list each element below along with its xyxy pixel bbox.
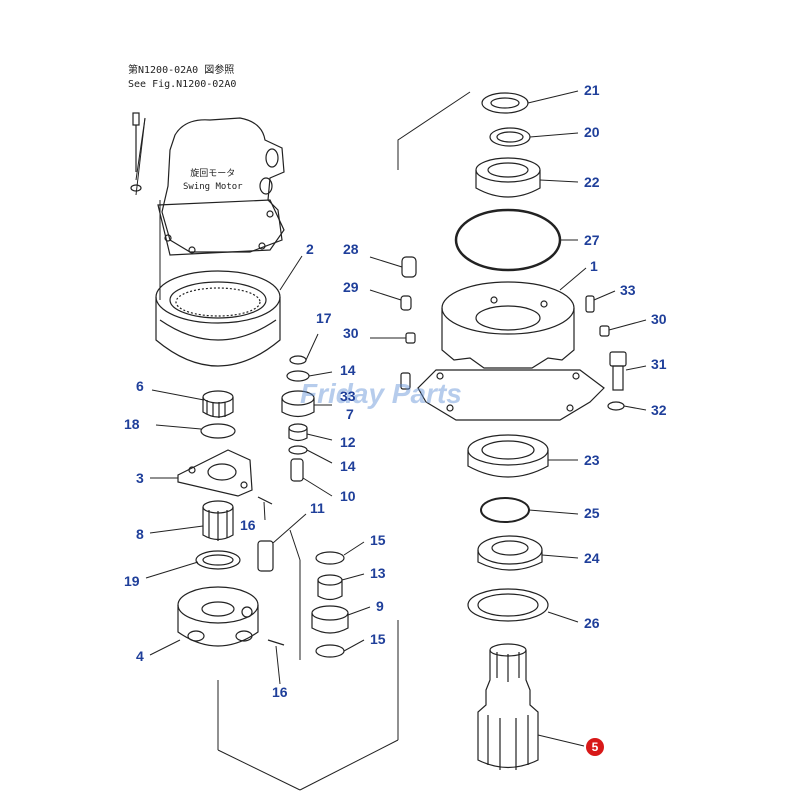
- thrust-washer-part-19: [195, 550, 241, 570]
- callout-27: 27: [584, 232, 600, 248]
- snap-ring-part-18: [200, 423, 236, 439]
- pin-part-11: [257, 540, 274, 572]
- callout-26: 26: [584, 615, 600, 631]
- washer-part-15-lower: [315, 644, 345, 658]
- leader-lines: [135, 90, 647, 747]
- figure-reference-note: 第N1200-02A0 図参照 See Fig.N1200-02A0: [128, 64, 236, 92]
- callout-28: 28: [343, 241, 359, 257]
- callout-15-lower: 15: [370, 631, 386, 647]
- callout-8: 8: [136, 526, 144, 542]
- pin-part-16-lower: [267, 639, 285, 646]
- needle-bearing-part-13: [317, 574, 343, 601]
- callout-14-upper: 14: [340, 362, 356, 378]
- callout-13: 13: [370, 565, 386, 581]
- motor-mounting-bolt: [130, 112, 142, 192]
- callout-31: 31: [651, 356, 667, 372]
- callout-16-upper: 16: [240, 517, 256, 533]
- callout-33-left: 33: [340, 388, 356, 404]
- carrier-part-3: [177, 449, 253, 497]
- callout-22: 22: [584, 174, 600, 190]
- plug-part-30-left: [405, 332, 416, 344]
- watermark: Friday Parts: [300, 378, 462, 409]
- callout-14-lower: 14: [340, 458, 356, 474]
- pin-part-33-right: [585, 295, 595, 313]
- oil-seal-part-21: [481, 92, 529, 114]
- callout-9: 9: [376, 598, 384, 614]
- housing-part-1: [417, 281, 605, 421]
- callout-17: 17: [316, 310, 332, 326]
- washer-part-14-lower: [288, 445, 308, 455]
- needle-bearing-part-12: [288, 423, 308, 442]
- callout-2: 2: [306, 241, 314, 257]
- callout-24: 24: [584, 550, 600, 566]
- reference-note-jp: 第N1200-02A0 図参照: [128, 65, 235, 76]
- washer-part-15-upper: [315, 551, 345, 565]
- callout-10: 10: [340, 488, 356, 504]
- callout-1: 1: [590, 258, 598, 274]
- plug-part-30-right: [599, 325, 610, 337]
- collar-part-24: [477, 535, 543, 571]
- callout-32: 32: [651, 402, 667, 418]
- callout-19: 19: [124, 573, 140, 589]
- callout-12: 12: [340, 434, 356, 450]
- pin-part-33-left: [400, 372, 411, 390]
- callout-16-lower: 16: [272, 684, 288, 700]
- callout-23: 23: [584, 452, 600, 468]
- pin-part-16: [257, 496, 273, 505]
- callout-30-right: 30: [651, 311, 667, 327]
- callout-33-right: 33: [620, 282, 636, 298]
- bearing-part-23: [467, 434, 549, 478]
- pin-part-10: [290, 458, 304, 482]
- callout-11: 11: [310, 500, 325, 516]
- planet-gear-part-7: [281, 390, 315, 418]
- callout-5-highlighted[interactable]: 5: [586, 738, 604, 756]
- swing-motor-label-en: Swing Motor: [183, 182, 243, 192]
- callout-15-upper: 15: [370, 532, 386, 548]
- callout-4: 4: [136, 648, 144, 664]
- swing-motor-label-jp: 旋回モータ: [190, 169, 236, 179]
- planet-gear-part-9: [311, 605, 349, 634]
- bolt-part-31: [609, 351, 627, 391]
- bearing-part-22: [475, 157, 541, 198]
- o-ring-part-25: [480, 497, 530, 523]
- breather-part-28: [401, 256, 417, 278]
- callout-21: 21: [584, 82, 600, 98]
- callout-3: 3: [136, 470, 144, 486]
- assembly-bracket-lines: [159, 91, 471, 791]
- gear-part-6: [202, 390, 234, 418]
- fitting-part-29: [400, 295, 412, 311]
- washer-part-32: [607, 401, 625, 411]
- callout-20: 20: [584, 124, 600, 140]
- pinion-shaft-part-5: [477, 643, 539, 770]
- callout-30-left: 30: [343, 325, 359, 341]
- reference-note-en: See Fig.N1200-02A0: [128, 79, 237, 90]
- callout-29: 29: [343, 279, 359, 295]
- callout-6: 6: [136, 378, 144, 394]
- spacer-ring-part-20: [489, 127, 531, 147]
- o-ring-part-27: [454, 208, 562, 272]
- gear-part-8: [202, 500, 234, 541]
- carrier-part-4: [177, 586, 259, 647]
- callout-18: 18: [124, 416, 140, 432]
- swing-motor: [157, 117, 285, 256]
- ring-gear-part-2: [155, 270, 281, 367]
- washer-part-17: [289, 355, 307, 365]
- swing-motor-label: 旋回モータ Swing Motor: [183, 168, 243, 194]
- callout-7: 7: [346, 406, 354, 422]
- callout-25: 25: [584, 505, 600, 521]
- seal-ring-part-26: [467, 588, 549, 622]
